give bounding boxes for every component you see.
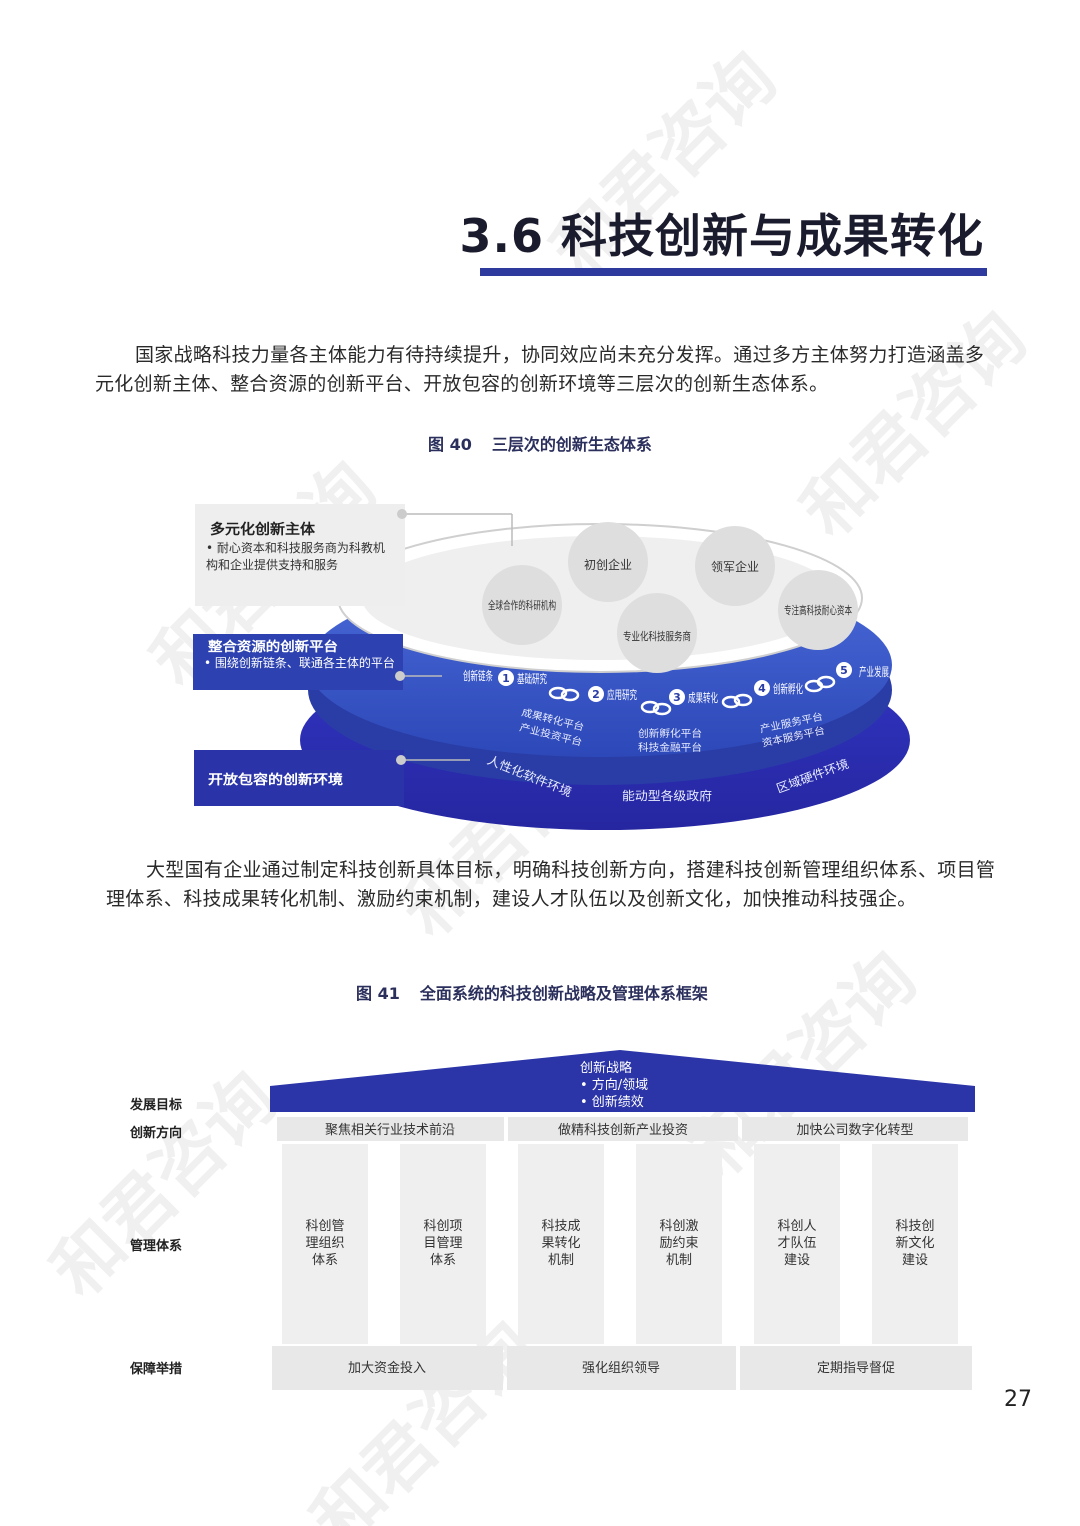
- chain-step-num: 2: [592, 688, 600, 701]
- entity-circle: [695, 526, 775, 606]
- figure-41-diagram: 发展目标 创新方向 管理体系 保障举措 创新战略 • 方向/领域 • 创新绩效 …: [129, 1050, 975, 1390]
- figure-40-number: 图 40: [428, 435, 472, 454]
- pillar: [282, 1144, 368, 1344]
- entity-circle: [617, 593, 697, 673]
- paragraph-1: 国家战略科技力量各主体能力有待持续提升，协同效应尚未充分发挥。通过多方主体努力打…: [95, 341, 995, 399]
- row-label-direction: 创新方向: [129, 1125, 182, 1141]
- pillar: [754, 1144, 840, 1344]
- figure-41-number: 图 41: [356, 984, 400, 1003]
- title-underline: [480, 268, 987, 276]
- subject-box-bullet: • 耐心资本和科技服务商为科教机构和企业提供支持和服务: [206, 541, 385, 572]
- entity-circle: [568, 522, 648, 602]
- chain-step-label: 产业发展: [859, 664, 889, 679]
- chain-step-num: 1: [502, 672, 510, 685]
- roof-strategy: [270, 1050, 975, 1112]
- direction-beam: [742, 1117, 968, 1141]
- row-label-goal: 发展目标: [129, 1097, 182, 1113]
- platform-box-bullet: • 围绕创新链条、联通各主体的平台: [204, 656, 395, 670]
- pillar: [636, 1144, 722, 1344]
- direction-beam: [508, 1117, 738, 1141]
- pillar: [400, 1144, 486, 1344]
- chain-step-num: 4: [758, 682, 766, 695]
- direction-label: 聚焦相关行业技术前沿: [325, 1122, 455, 1138]
- platform-label: 创新孵化平台: [638, 727, 702, 740]
- pillar-text-wrap: 科技成果转化机制: [541, 1219, 581, 1268]
- measure-block: [507, 1346, 736, 1390]
- chain-step-label: 应用研究: [607, 687, 637, 702]
- subject-box-title: 多元化创新主体: [210, 521, 316, 538]
- figure-40-caption: 图 40 三层次的创新生态体系: [428, 431, 652, 455]
- pillar-label: 科创人才队伍建设: [777, 1219, 817, 1268]
- figure-41-caption: 图 41 全面系统的科技创新战略及管理体系框架: [356, 980, 708, 1004]
- measure-label: 强化组织领导: [582, 1361, 660, 1376]
- figure-41-title: 全面系统的科技创新战略及管理体系框架: [419, 984, 708, 1003]
- pillar-label: 科创项目管理体系: [423, 1219, 463, 1268]
- connector-dot: [395, 671, 405, 681]
- figure-40-title: 三层次的创新生态体系: [491, 435, 652, 454]
- roof-bullet: • 创新绩效: [580, 1094, 644, 1110]
- chain-step-3: 3 成果转化: [669, 689, 718, 705]
- platform-label: 科技金融平台: [638, 741, 702, 754]
- environment-box-title: 开放包容的创新环境: [208, 772, 343, 788]
- pillar-text-wrap: 科创激励约束机制: [659, 1219, 699, 1268]
- connector-dot: [397, 509, 407, 519]
- measure-label: 加大资金投入: [348, 1360, 426, 1376]
- measure-block: [740, 1346, 972, 1390]
- roof-title: 创新战略: [580, 1060, 632, 1076]
- platform-box-title: 整合资源的创新平台: [207, 639, 338, 655]
- section-title: 3.6 科技创新与成果转化: [459, 209, 984, 263]
- entity-leader: 领军企业: [711, 559, 759, 574]
- chain-step-num: 5: [840, 664, 848, 677]
- chain-step-1: 1 基础研究: [498, 670, 547, 686]
- chain-step-label: 基础研究: [517, 671, 547, 686]
- chain-step-5: 5 产业发展: [836, 662, 889, 679]
- pillar-text-wrap: 科创管理组织体系: [305, 1219, 345, 1268]
- chain-step-2: 2 应用研究: [588, 686, 637, 702]
- pillar-text-wrap: 科创项目管理体系: [423, 1219, 463, 1268]
- row-label-management: 管理体系: [130, 1238, 182, 1254]
- entity-circle: [778, 570, 858, 650]
- chain-link-icon: [548, 675, 836, 716]
- pillar-label: 科技成果转化机制: [541, 1219, 581, 1268]
- platform-box-bullet-wrap: • 围绕创新链条、联通各主体的平台: [204, 656, 395, 670]
- direction-beam: [277, 1117, 504, 1141]
- paragraph-1-text: 国家战略科技力量各主体能力有待持续提升，协同效应尚未充分发挥。通过多方主体努力打…: [95, 344, 985, 395]
- measure-label: 定期指导督促: [817, 1361, 895, 1376]
- paragraph-2: 大型国有企业通过制定科技创新具体目标，明确科技创新方向，搭建科技创新管理组织体系…: [106, 856, 1001, 914]
- pillar-text-wrap: 科创人才队伍建设: [777, 1219, 817, 1268]
- pillar: [872, 1144, 958, 1344]
- environment-box: [194, 750, 404, 806]
- platform-box: [193, 634, 403, 690]
- page-number: 27: [1004, 1387, 1032, 1412]
- chain-step-num: 3: [673, 691, 681, 704]
- pillar: [518, 1144, 604, 1344]
- subject-box-bullet-wrap: • 耐心资本和科技服务商为科教机构和企业提供支持和服务: [206, 541, 385, 572]
- pillar-label: 科技创新文化建设: [895, 1219, 935, 1268]
- pillar-label: 科创激励约束机制: [659, 1219, 699, 1268]
- entity-research: 全球合作的科研机构: [488, 598, 556, 612]
- chain-label: 创新链条: [463, 668, 493, 683]
- chain-step-label: 成果转化: [688, 690, 718, 705]
- paragraph-2-text: 大型国有企业通过制定科技创新具体目标，明确科技创新方向，搭建科技创新管理组织体系…: [106, 859, 996, 910]
- measure-block: [272, 1346, 503, 1390]
- chain-step-4: 4 创新孵化: [754, 680, 803, 696]
- roof-bullet: • 方向/领域: [580, 1077, 648, 1093]
- pillar-label: 科创管理组织体系: [305, 1219, 345, 1268]
- entity-capital: 专注高科技耐心资本: [784, 603, 852, 617]
- entity-circle: [482, 565, 562, 645]
- subject-box: [195, 504, 405, 606]
- entity-startup: 初创企业: [584, 557, 632, 572]
- row-label-measures: 保障举措: [129, 1361, 182, 1377]
- environment-label: 能动型各级政府: [622, 788, 712, 803]
- chain-step-label: 创新孵化: [773, 681, 803, 696]
- direction-label: 做精科技创新产业投资: [558, 1122, 688, 1138]
- entity-service: 专业化科技服务商: [623, 629, 691, 643]
- figure-40-diagram: 初创企业 领军企业 全球合作的科研机构 专注高科技耐心资本 专业化科技服务商 创…: [193, 504, 910, 830]
- connector-dot: [396, 755, 406, 765]
- pillar-text-wrap: 科技创新文化建设: [895, 1219, 935, 1268]
- direction-label: 加快公司数字化转型: [796, 1123, 913, 1138]
